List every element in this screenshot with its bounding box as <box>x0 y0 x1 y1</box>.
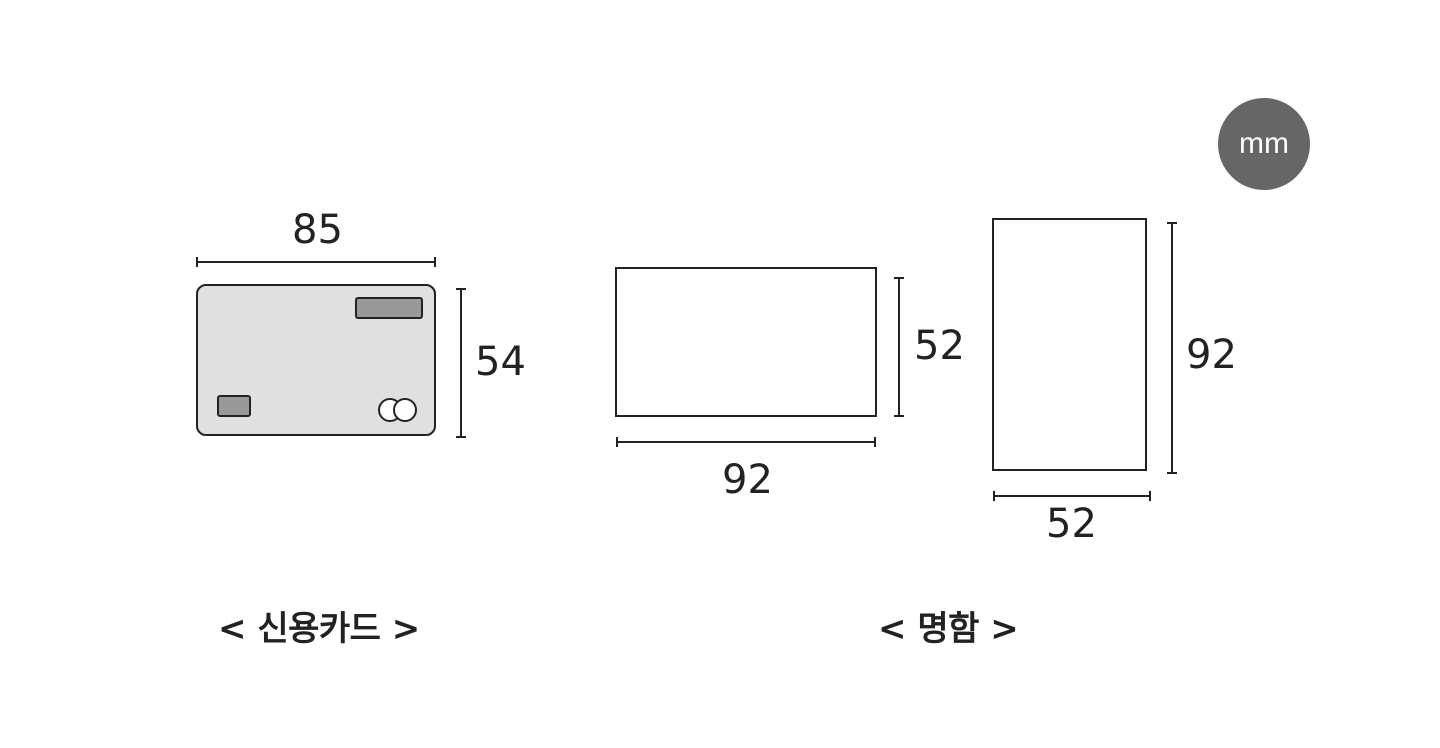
credit-card-width-label: 85 <box>292 207 343 253</box>
credit-card <box>196 284 436 436</box>
card-chip-icon <box>217 395 251 417</box>
business-card-landscape-width-label: 92 <box>722 457 773 503</box>
business-card-portrait-height-label: 92 <box>1186 332 1237 378</box>
unit-badge: mm <box>1218 98 1310 190</box>
card-brand-circles-icon <box>378 398 417 422</box>
credit-card-caption: < 신용카드 > <box>218 609 420 649</box>
business-card-portrait-width-label: 52 <box>1046 501 1097 547</box>
unit-badge-label: mm <box>1239 127 1289 160</box>
business-card-portrait <box>992 218 1147 471</box>
business-card-landscape-height-label: 52 <box>914 323 965 369</box>
business-card-landscape <box>615 267 877 417</box>
card-strip-icon <box>355 297 423 319</box>
credit-card-height-label: 54 <box>475 339 526 385</box>
business-card-caption: < 명함 > <box>878 609 1019 649</box>
